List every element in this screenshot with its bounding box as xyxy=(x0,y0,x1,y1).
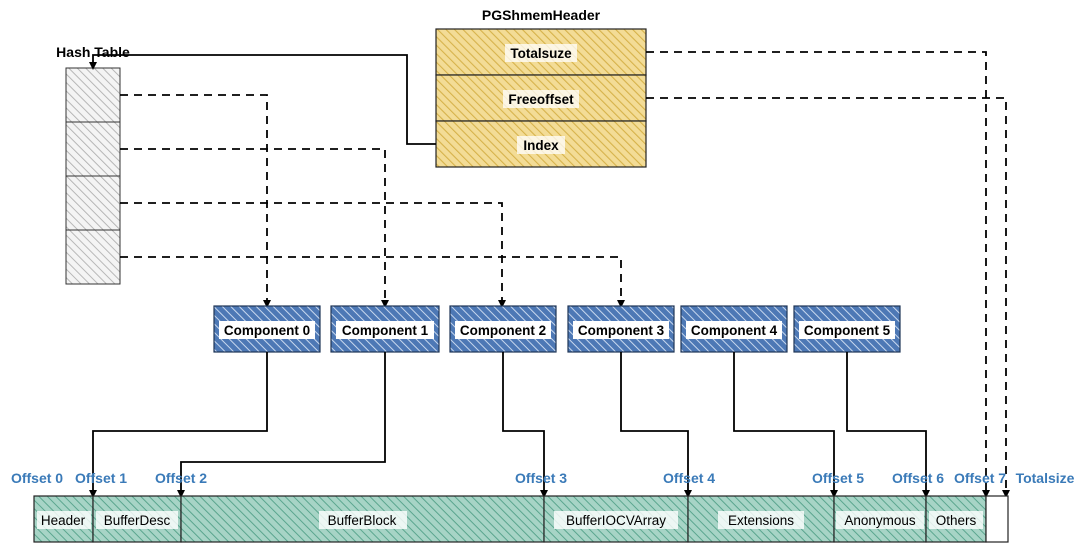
segment-label: BufferBlock xyxy=(328,513,397,528)
dashed-link xyxy=(120,256,625,308)
hash-bucket xyxy=(65,229,121,285)
header-field-label: Totalsuze xyxy=(510,46,572,61)
component-label: Component 3 xyxy=(578,323,665,338)
offset-label: Offset 6 xyxy=(892,470,944,486)
freeoffset-link xyxy=(646,97,1010,498)
hash-to-component-links xyxy=(120,94,625,308)
segment-label: BufferDesc xyxy=(104,513,171,528)
component-label: Component 2 xyxy=(460,323,546,338)
index-to-hash-table-link xyxy=(89,54,436,145)
component-label: Component 5 xyxy=(804,323,891,338)
segment-label: BufferIOCVArray xyxy=(566,513,666,528)
segment-label: Anonymous xyxy=(844,513,916,528)
hash-bucket xyxy=(65,67,121,123)
header-field-label: Index xyxy=(523,138,559,153)
offset-label: Offset 7 xyxy=(954,470,1006,486)
pgshmem-header: PGShmemHeader Totalsuze Freeoffset Index xyxy=(435,7,647,168)
offset-labels: Offset 0 Offset 1 Offset 2 Offset 3 Offs… xyxy=(11,470,1075,486)
offset-label: Offset 2 xyxy=(155,470,207,486)
hash-bucket xyxy=(65,175,121,231)
offset-label: Offset 4 xyxy=(663,470,715,486)
solid-link xyxy=(177,352,386,498)
totalsize-link xyxy=(646,51,990,498)
component-label: Component 4 xyxy=(691,323,778,338)
segment-label: Others xyxy=(936,513,977,528)
component-label: Component 1 xyxy=(342,323,429,338)
component-label: Component 0 xyxy=(224,323,310,338)
solid-link xyxy=(733,352,838,498)
dashed-link xyxy=(120,148,389,308)
header-to-offset-links xyxy=(646,51,1010,498)
segment-label: Header xyxy=(41,513,86,528)
memory-segments: Header BufferDesc BufferBlock BufferIOCV… xyxy=(33,495,1009,543)
components: Component 0 Component 1 Component 2 Comp… xyxy=(213,305,901,353)
solid-link xyxy=(89,352,268,498)
offset-label: Offset 3 xyxy=(515,470,567,486)
component-to-offset-links xyxy=(89,352,930,498)
dashed-link xyxy=(120,94,271,308)
segment-label: Extensions xyxy=(728,513,794,528)
hash-table: Hash Table xyxy=(56,44,130,285)
offset-label: Totalsize xyxy=(1016,470,1075,486)
solid-link xyxy=(620,352,692,498)
offset-label: Offset 5 xyxy=(812,470,864,486)
offset-label: Offset 1 xyxy=(75,470,127,486)
offset-label: Offset 0 xyxy=(11,470,63,486)
header-field-label: Freeoffset xyxy=(508,92,574,107)
solid-link xyxy=(502,352,548,498)
pgshmem-header-title: PGShmemHeader xyxy=(482,7,601,23)
segment-free xyxy=(985,495,1009,543)
hash-table-title: Hash Table xyxy=(56,44,130,60)
dashed-link xyxy=(120,202,506,308)
solid-link xyxy=(846,352,930,498)
hash-bucket xyxy=(65,121,121,177)
